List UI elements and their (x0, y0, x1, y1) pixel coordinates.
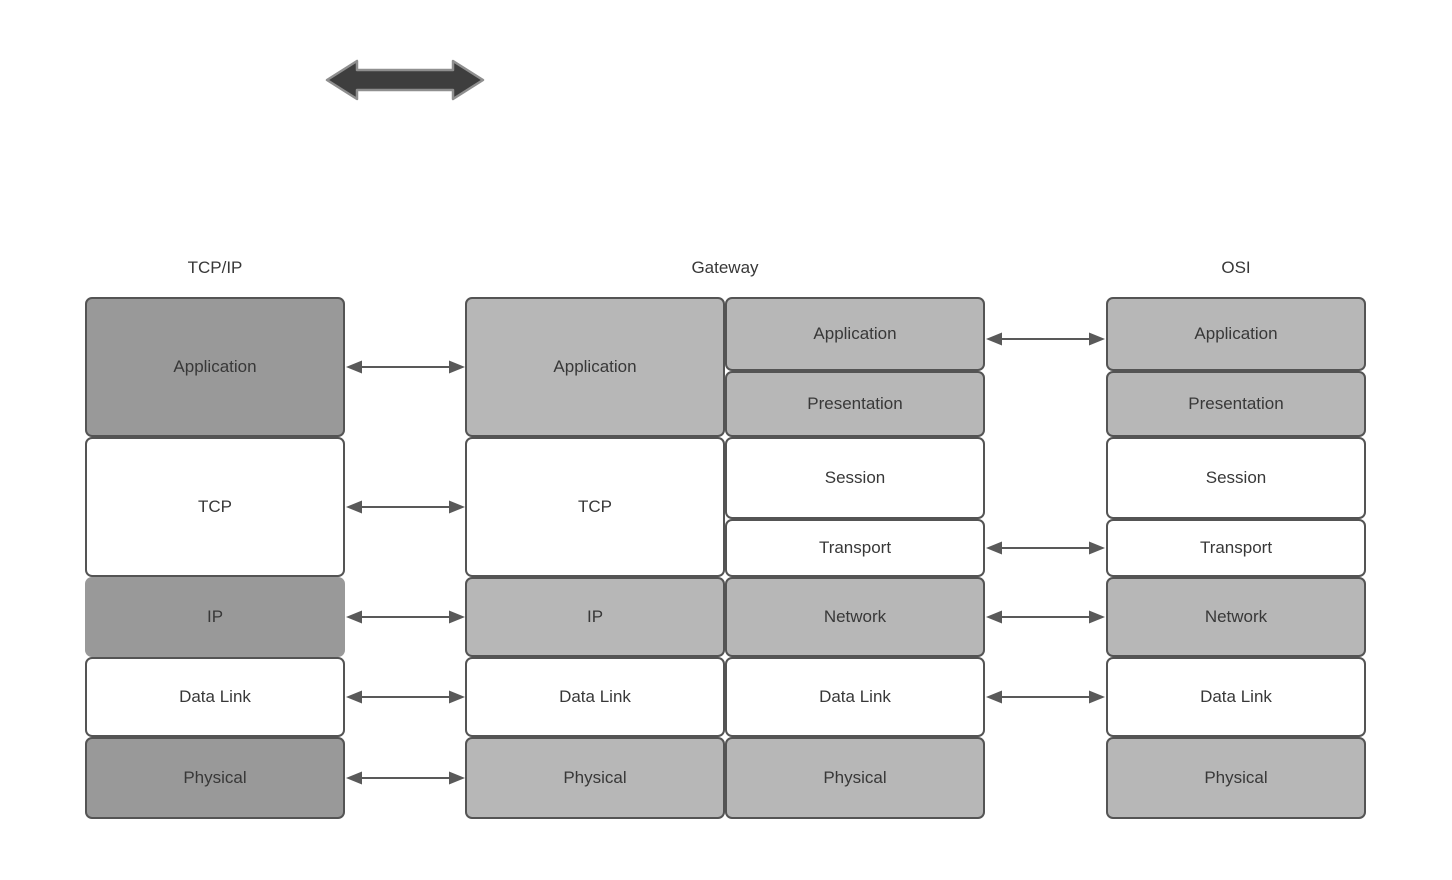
osi-column-header: OSI (1221, 258, 1251, 277)
double-headed-connector-arrow-icon (346, 360, 465, 374)
osi-layer-network: Network (1106, 577, 1366, 657)
double-headed-connector-arrow-icon (986, 332, 1105, 346)
double-headed-connector-arrow-icon (346, 771, 465, 785)
gateway-right-layer-physical: Physical (725, 737, 985, 819)
gateway-right-layer-presentation: Presentation (725, 371, 985, 437)
double-headed-connector-arrow-icon (986, 690, 1105, 704)
gateway-left-layer-ip: IP (465, 577, 725, 657)
gateway-right-layer-transport: Transport (725, 519, 985, 577)
osi-layer-session: Session (1106, 437, 1366, 519)
gateway-left-layer-tcp: TCP (465, 437, 725, 577)
tcpip-layer-application: Application (85, 297, 345, 437)
gateway-column-header: Gateway (691, 258, 759, 277)
double-headed-connector-arrow-icon (346, 610, 465, 624)
gateway-right-layer-data-link: Data Link (725, 657, 985, 737)
tcpip-layer-tcp: TCP (85, 437, 345, 577)
horizontal-double-arrow-icon (325, 59, 485, 101)
tcpip-layer-physical: Physical (85, 737, 345, 819)
gateway-left-layer-data-link: Data Link (465, 657, 725, 737)
osi-layer-application: Application (1106, 297, 1366, 371)
gateway-right-layer-application: Application (725, 297, 985, 371)
tcpip-layer-data-link: Data Link (85, 657, 345, 737)
double-headed-connector-arrow-icon (346, 690, 465, 704)
tcpip-column-header: TCP/IP (187, 258, 243, 277)
osi-layer-presentation: Presentation (1106, 371, 1366, 437)
osi-layer-data-link: Data Link (1106, 657, 1366, 737)
gateway-left-layer-physical: Physical (465, 737, 725, 819)
osi-layer-physical: Physical (1106, 737, 1366, 819)
double-headed-connector-arrow-icon (986, 610, 1105, 624)
tcpip-layer-ip: IP (85, 577, 345, 657)
gateway-right-layer-session: Session (725, 437, 985, 519)
gateway-right-layer-network: Network (725, 577, 985, 657)
double-headed-connector-arrow-icon (986, 541, 1105, 555)
double-headed-connector-arrow-icon (346, 500, 465, 514)
osi-layer-transport: Transport (1106, 519, 1366, 577)
gateway-left-layer-application: Application (465, 297, 725, 437)
